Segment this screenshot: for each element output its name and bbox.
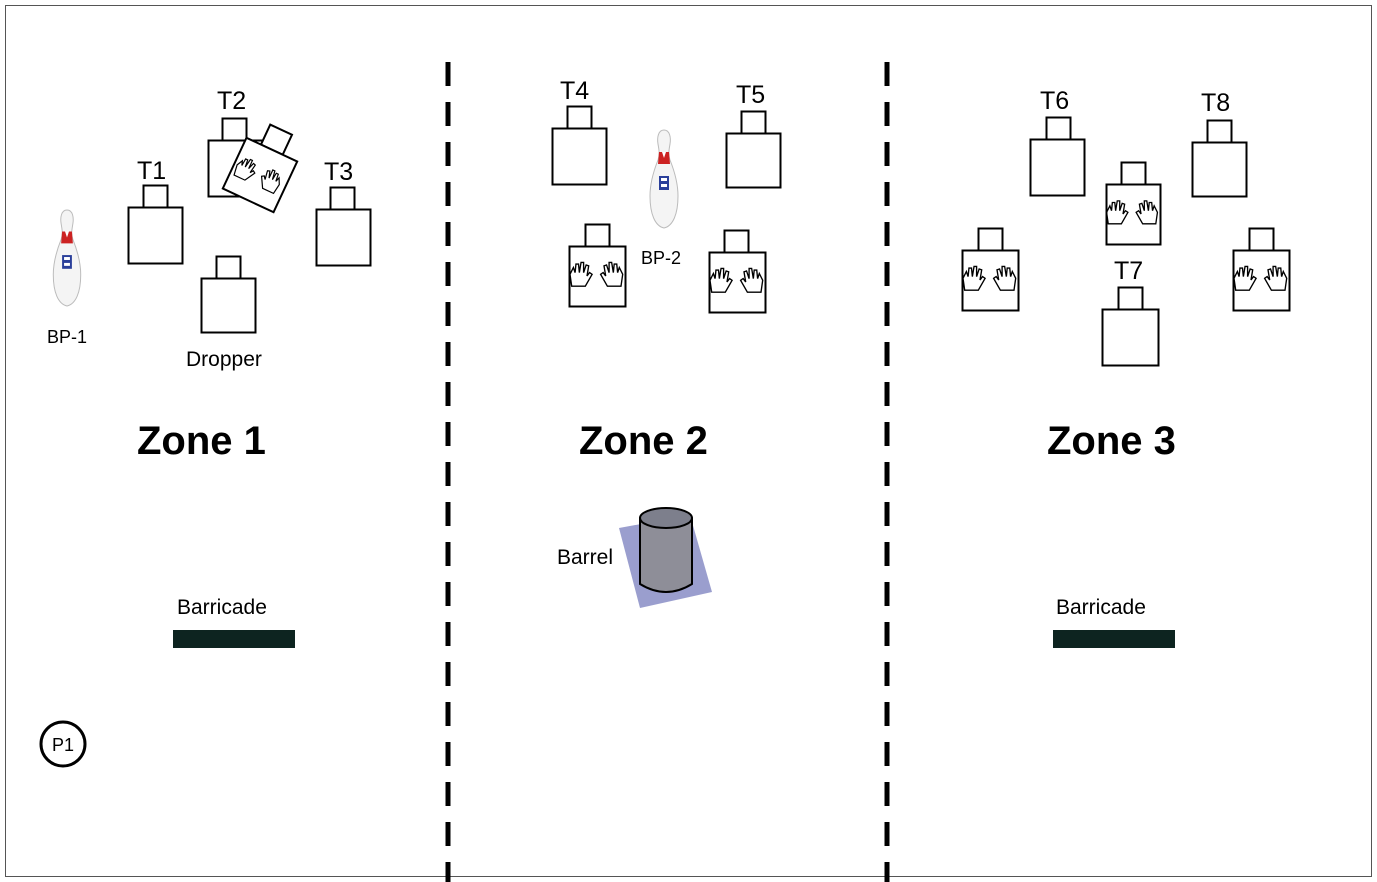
barrel [619, 507, 712, 608]
bowling-pin-icon [649, 129, 679, 229]
barricade-1-label: Barricade [177, 596, 267, 619]
barrel-icon [639, 518, 693, 593]
target-t1-label: T1 [137, 157, 166, 185]
bowling-pin-icon [52, 209, 82, 307]
target-t8 [1191, 119, 1248, 198]
bowling-pin-bp2 [649, 129, 679, 229]
no-shoot-target-zone2-left [568, 223, 627, 308]
target-t2-label: T2 [217, 87, 246, 115]
target-t8-label: T8 [1201, 89, 1230, 117]
target-t4 [551, 105, 608, 186]
zone-3-title: Zone 3 [1047, 419, 1176, 463]
no-shoot-target-zone2-right [708, 229, 767, 314]
no-shoot-target-zone3-left [961, 227, 1020, 312]
target-t5-label: T5 [736, 81, 765, 109]
barrel-label: Barrel [557, 546, 613, 569]
target-t5 [725, 110, 782, 189]
barricade-1 [173, 630, 295, 648]
target-t1 [127, 184, 184, 265]
target-t6 [1029, 116, 1086, 197]
no-shoot-overlay-t2 [221, 123, 299, 214]
target-dropper [200, 255, 257, 334]
target-t3-label: T3 [324, 158, 353, 186]
target-t3 [315, 186, 372, 267]
barricade-3 [1053, 630, 1175, 648]
zone-2-title: Zone 2 [579, 419, 708, 463]
barricade-3-label: Barricade [1056, 596, 1146, 619]
target-t4-label: T4 [560, 77, 589, 105]
dropper-label: Dropper [186, 348, 262, 371]
start-position-p1: P1 [39, 720, 87, 768]
bowling-pin-bp1 [52, 209, 82, 307]
target-t7-label: T7 [1114, 257, 1143, 285]
bp2-label: BP-2 [641, 248, 681, 268]
no-shoot-target-zone3-right [1232, 227, 1291, 312]
target-t7 [1101, 286, 1160, 367]
target-t6-label: T6 [1040, 87, 1069, 115]
page-border [5, 5, 1372, 877]
no-shoot-target-zone3-center [1105, 161, 1162, 246]
bp1-label: BP-1 [47, 327, 87, 347]
p1-label: P1 [52, 735, 74, 755]
zone-1-title: Zone 1 [137, 419, 266, 463]
